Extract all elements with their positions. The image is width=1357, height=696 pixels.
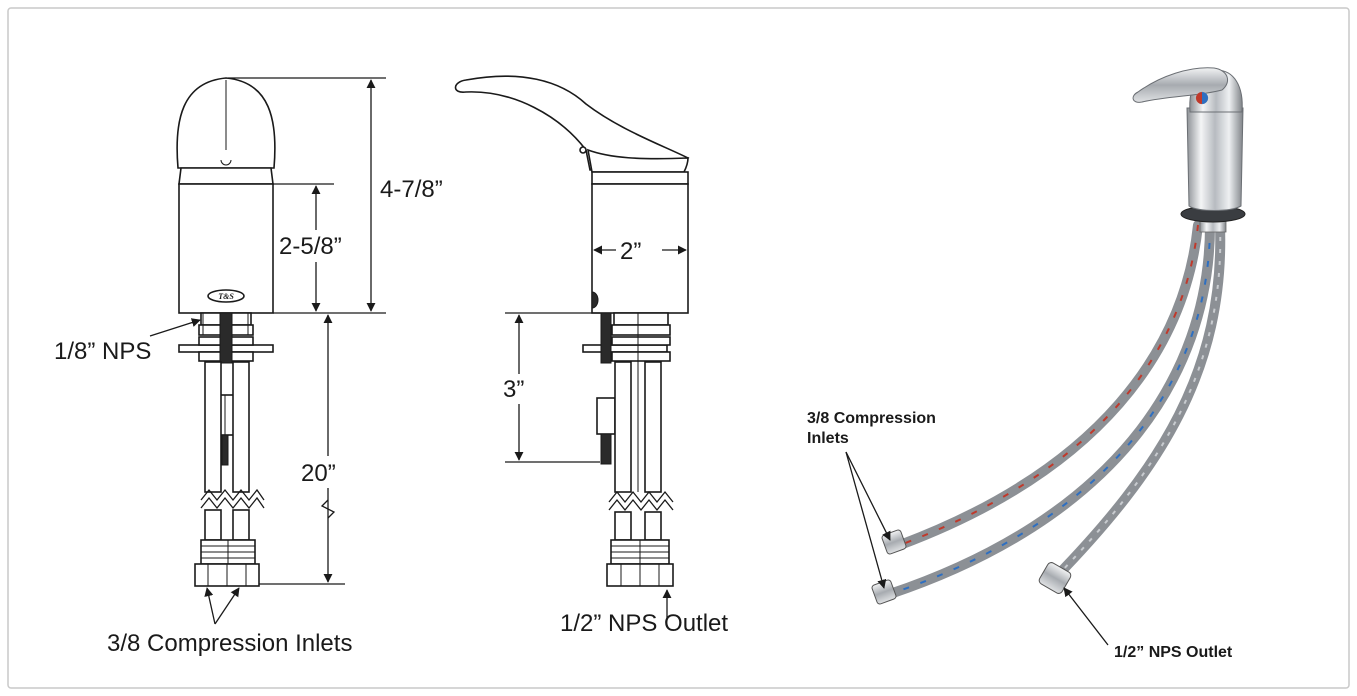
dim-shank-length: 3” <box>503 376 524 403</box>
side-collar <box>591 171 689 185</box>
front-handle-marker <box>220 159 232 166</box>
side-hose-right <box>644 361 662 493</box>
leader-product-inlet-hot <box>845 451 891 541</box>
dim-body-height: 2-5/8” <box>279 233 342 260</box>
side-view: 2” 3” 1/2” NPS Outlet <box>454 75 728 637</box>
label-product-outlet: 1/2” NPS Outlet <box>1114 644 1233 661</box>
product-view: 3/8 Compression Inlets 1/2” NPS Outlet <box>807 67 1246 661</box>
front-collar <box>178 167 274 185</box>
brand-logo <box>207 289 245 303</box>
side-threaded-shank <box>600 312 612 364</box>
side-sensor <box>591 291 599 309</box>
outlet-fitting <box>1038 562 1072 594</box>
side-hose-left <box>614 361 632 493</box>
front-threaded-shank <box>219 312 233 364</box>
front-hose-left <box>204 361 222 493</box>
side-break-mark-top <box>608 490 674 504</box>
label-product-inlets-line1: 3/8 Compression <box>807 410 936 427</box>
temp-indicator-cold <box>1202 92 1208 104</box>
label-air-port: 1/8” NPS <box>54 338 151 365</box>
side-break-mark-bottom <box>608 498 674 512</box>
hose-hot-stripe <box>899 224 1199 546</box>
leader-front-inlet-right <box>214 587 240 625</box>
temp-indicator-hot <box>1196 92 1202 104</box>
front-view: T&S 4-7/8” <box>54 77 443 657</box>
label-front-inlets: 3/8 Compression Inlets <box>107 630 352 657</box>
hose-outlet <box>1050 220 1226 583</box>
product-faucet-body <box>1186 107 1244 211</box>
leader-air-port <box>149 318 201 337</box>
front-break-mark-bottom <box>200 496 265 510</box>
brand-logo-text: T&S <box>218 292 234 301</box>
leader-product-outlet <box>1063 587 1109 646</box>
side-handle-base <box>586 148 689 173</box>
dim-body-width: 2” <box>620 238 641 265</box>
side-mounting-plate <box>582 344 668 353</box>
label-product-inlets-line2: Inlets <box>807 430 849 447</box>
product-lever-handle <box>1132 67 1229 103</box>
front-break-mark-top <box>200 488 265 502</box>
side-hex-nut <box>596 397 616 435</box>
dim-overall-height: 4-7/8” <box>380 176 443 203</box>
front-hose-right <box>232 361 250 493</box>
label-side-outlet: 1/2” NPS Outlet <box>560 610 728 637</box>
leader-front-inlet-left <box>204 587 216 625</box>
dim-hose-length: 20” <box>301 460 336 487</box>
hose-cold-stripe <box>889 224 1211 595</box>
leader-product-inlet-cold <box>845 451 887 589</box>
figure-frame <box>7 7 1350 689</box>
